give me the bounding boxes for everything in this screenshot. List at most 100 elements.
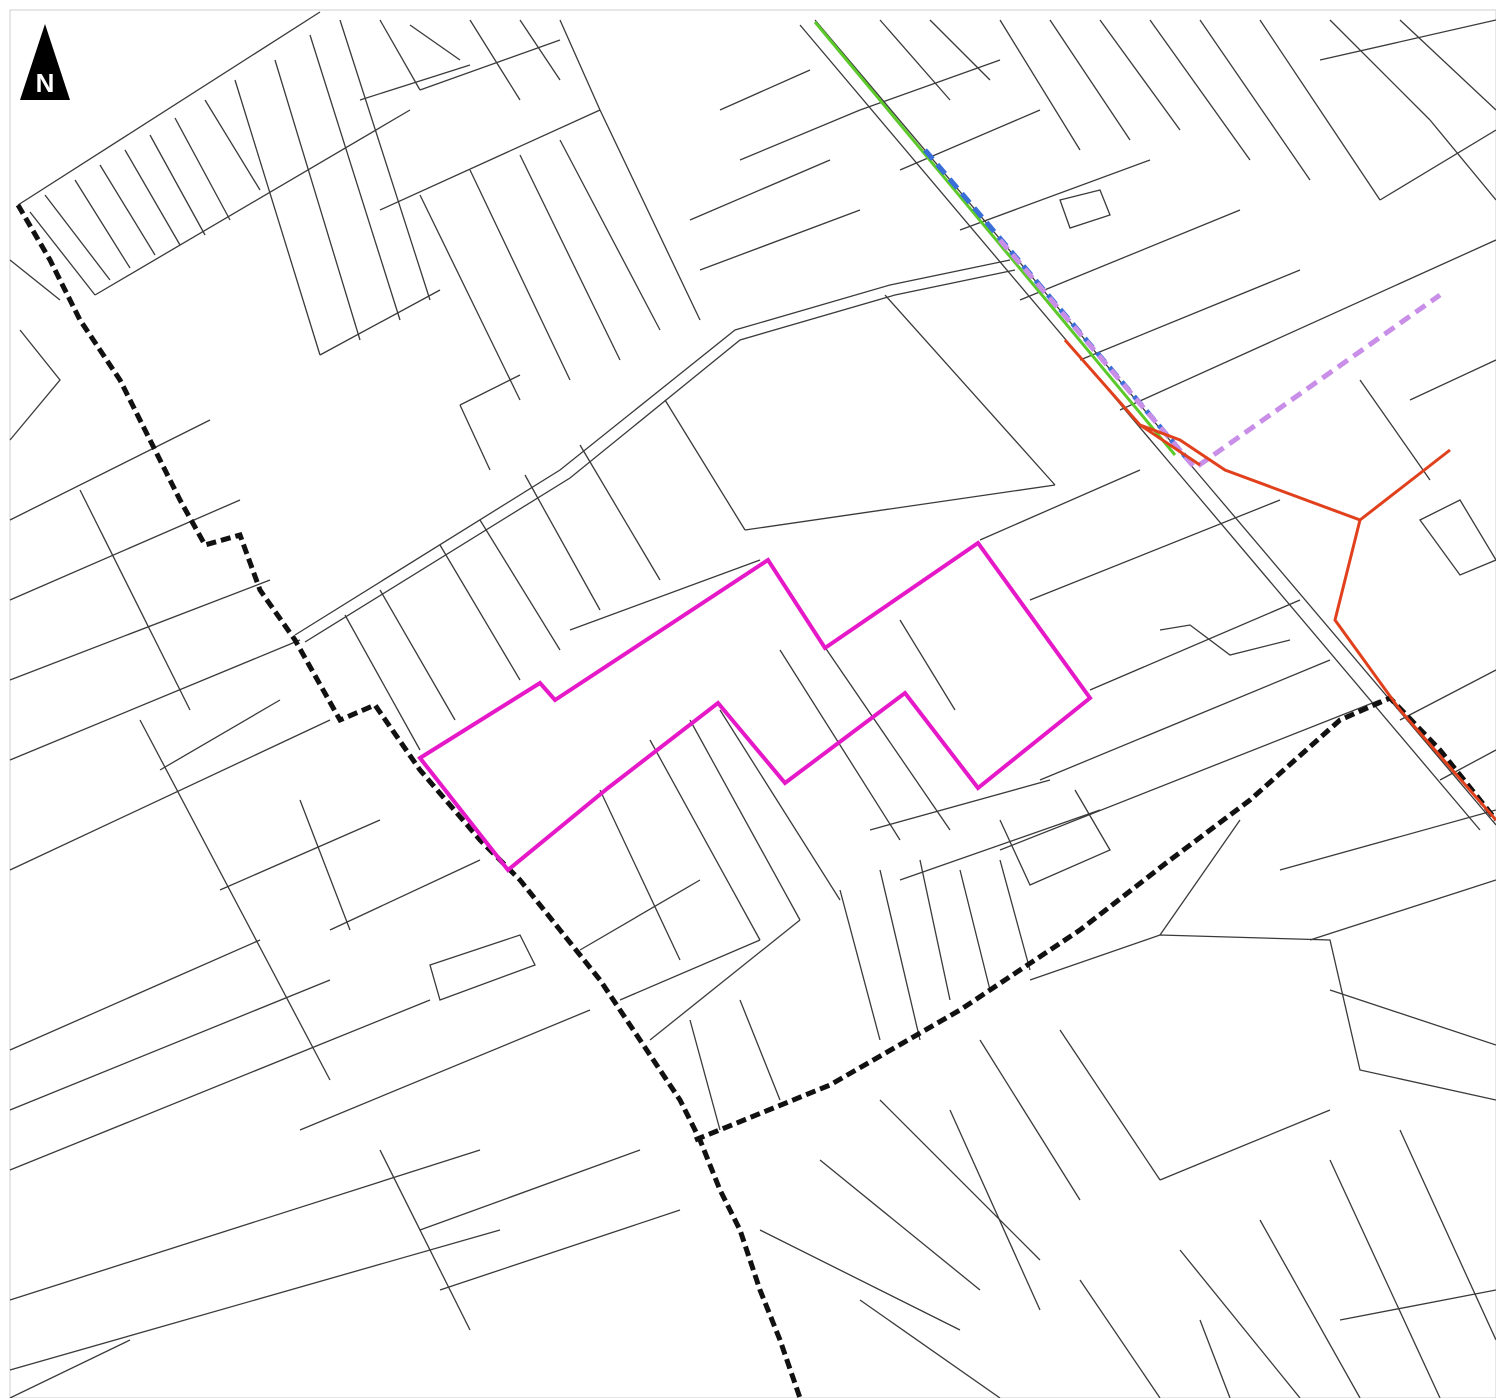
parcel-edge: [1029, 934, 1496, 1101]
parcel-edge: [699, 209, 861, 271]
parcel-edge: [1329, 1159, 1441, 1398]
parcel-edge: [339, 19, 431, 301]
parcel-edge: [1319, 19, 1496, 61]
parcel-edge: [1419, 499, 1496, 576]
parcel-edge: [9, 579, 271, 681]
parcel-edge: [174, 117, 231, 221]
road-edge: [304, 269, 1016, 643]
parcel-edge: [79, 489, 191, 711]
parcel-edge: [739, 109, 861, 161]
parcel-edge: [759, 1229, 961, 1331]
parcel-edge: [9, 979, 331, 1111]
parcel-edge: [219, 819, 381, 891]
parcel-edge: [949, 1109, 1041, 1311]
parcel-edge: [9, 259, 61, 301]
parcel-edge: [879, 869, 921, 1041]
parcel-edge: [159, 699, 281, 771]
parcel-edge: [899, 809, 1101, 881]
parcel-edge: [419, 39, 561, 91]
parcel-edge: [1099, 19, 1181, 131]
parcel-edge: [999, 789, 1111, 886]
parcel-edge: [274, 59, 361, 341]
parcel-edge: [899, 619, 956, 711]
parcel-edge: [379, 19, 421, 91]
parcel-edge: [1049, 19, 1131, 141]
parcel-edge: [559, 19, 601, 111]
map-border: [9, 9, 1496, 1398]
parcel-edge: [839, 889, 881, 1041]
parcel-edge: [569, 559, 761, 631]
parcel-edge: [1199, 19, 1311, 181]
parcel-edge: [999, 699, 1381, 851]
study-area-boundary: [15, 203, 803, 1398]
parcel-edge: [619, 939, 761, 1001]
parcel-edge: [1159, 624, 1291, 656]
parcel-edge: [959, 159, 1151, 231]
parcel-edge: [1379, 129, 1496, 201]
green-route: [813, 21, 1177, 456]
parcel-edge: [234, 79, 321, 356]
parcel-edge: [17, 11, 321, 206]
parcel-edge: [309, 34, 401, 321]
parcel-edge: [559, 139, 661, 331]
parcel-edge: [99, 164, 156, 256]
parcel-lines: [9, 11, 1496, 1398]
parcel-edge: [999, 859, 1031, 971]
parcel-edge: [1119, 239, 1496, 411]
parcel-edge: [9, 999, 431, 1171]
parcel-edge: [979, 1039, 1081, 1201]
parcel-edge: [459, 374, 521, 406]
parcel-edge: [379, 1149, 471, 1331]
road-edge: [294, 259, 1011, 636]
parcel-edge: [439, 544, 521, 681]
parcel-edge: [689, 719, 801, 921]
parcel-edge: [689, 159, 831, 221]
parcel-edge: [744, 484, 1056, 531]
parcel-edge: [1029, 499, 1281, 601]
parcel-edge: [74, 179, 131, 269]
parcel-edge: [519, 19, 561, 81]
parcel-edge: [819, 639, 951, 831]
parcel-edge: [1439, 749, 1496, 781]
parcel-edge: [124, 149, 181, 246]
parcel-edge: [1039, 659, 1331, 781]
parcel-edge: [409, 24, 461, 61]
parcel-edge: [429, 934, 536, 1001]
parcel-edge: [1409, 359, 1496, 401]
parcel-edge: [1179, 1249, 1301, 1398]
parcel-edge: [929, 19, 991, 81]
parcel-edge: [1309, 879, 1496, 941]
parcel-edge: [1059, 189, 1111, 229]
red-route-branch: [1139, 423, 1201, 467]
parcel-edge: [649, 739, 761, 941]
parcel-edge: [1159, 819, 1241, 936]
parcel-edge: [719, 709, 841, 901]
parcel-edge: [139, 719, 331, 1081]
parcel-edge: [979, 469, 1141, 541]
parcel-edge: [9, 329, 61, 441]
parcel-edge: [1259, 1219, 1361, 1398]
parcel-edge: [879, 19, 951, 101]
parcel-edge: [329, 859, 481, 931]
parcel-edge: [1279, 809, 1496, 871]
parcel-edge: [579, 444, 661, 581]
parcel-edge: [599, 789, 681, 961]
parcel-edge: [1079, 269, 1301, 361]
parcel-edge: [379, 109, 601, 211]
parcel-edge: [1089, 599, 1301, 691]
parcel-edge: [1159, 1109, 1331, 1181]
parcel-edge: [999, 19, 1081, 151]
parcel-edge: [9, 1339, 131, 1398]
parcel-edge: [1329, 989, 1496, 1046]
parcel-edge: [299, 799, 351, 931]
parcel-edge: [599, 109, 701, 321]
parcel-edge: [579, 879, 701, 951]
parcel-edge: [1019, 209, 1241, 301]
parcel-edge: [1359, 379, 1431, 481]
red-route: [1063, 339, 1496, 821]
parcel-edge: [204, 99, 261, 191]
parcel-edge: [519, 154, 621, 361]
red-route-branch: [1359, 448, 1451, 522]
parcel-edge: [1079, 1279, 1161, 1398]
